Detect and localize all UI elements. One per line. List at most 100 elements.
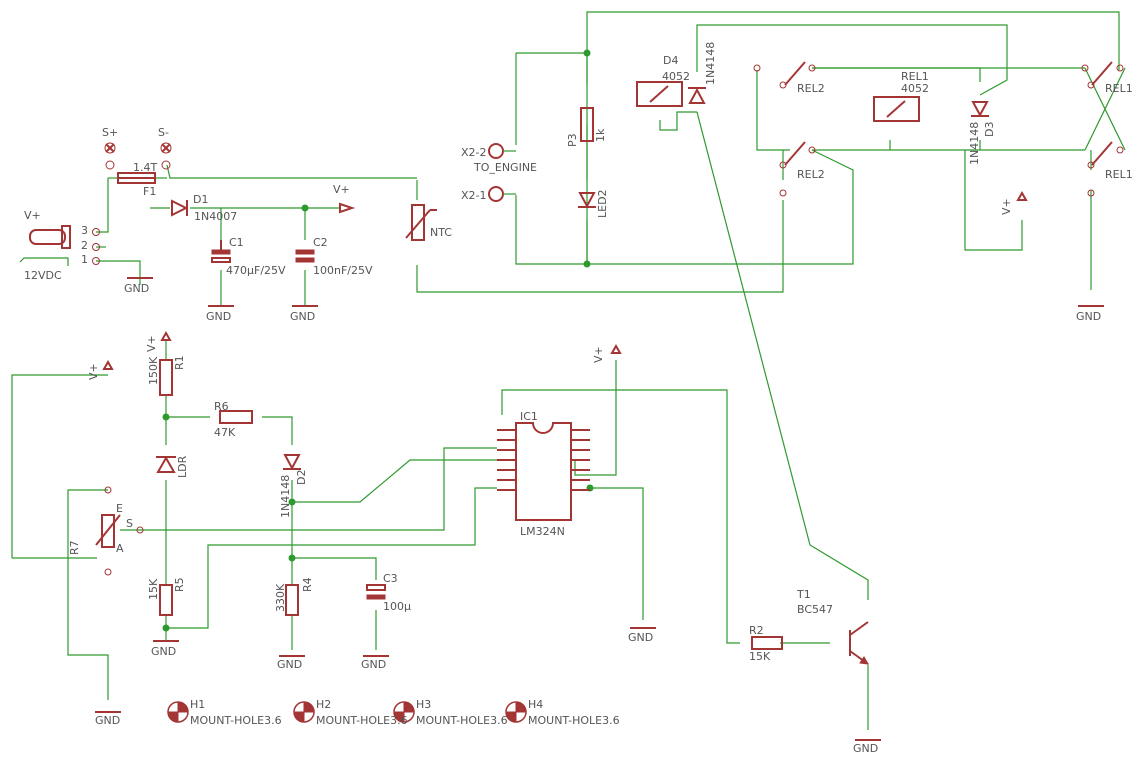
label-gnd-5: GND (95, 714, 120, 727)
label-r5-value: 15K (147, 578, 160, 600)
label-p3-value: 1k (594, 128, 607, 142)
label-d3-value: 1N4148 (968, 122, 981, 165)
label-vplus-3: V+ (1000, 198, 1013, 215)
label-c2: C2 (313, 236, 328, 249)
label-pin1: 1 (81, 253, 88, 266)
label-h2-mount: MOUNT-HOLE3.6 (316, 714, 408, 727)
label-r7: R7 (68, 540, 81, 555)
label-gnd-6: GND (151, 645, 176, 658)
label-r2: R2 (749, 624, 764, 637)
diode-d1 (171, 199, 189, 217)
trimmer-r7 (95, 486, 144, 576)
label-led2: LED2 (596, 189, 609, 218)
label-gnd-8: GND (361, 658, 386, 671)
label-vplus-4: V+ (145, 335, 158, 352)
label-h1-mount: MOUNT-HOLE3.6 (190, 714, 282, 727)
label-conn-vdc: 12VDC (24, 269, 62, 282)
ldr-sensor (156, 455, 176, 473)
label-d4-value: 1N4148 (704, 42, 717, 85)
label-c2-value: 100nF/25V (313, 264, 373, 277)
label-d3: D3 (983, 122, 996, 137)
relay-coil-rel1 (873, 96, 920, 122)
label-s-minus: S- (158, 126, 169, 139)
label-h2: H2 (316, 698, 331, 711)
label-x2-1: X2-1 (461, 189, 487, 202)
label-t1: T1 (796, 588, 811, 601)
label-c1-value: 470µF/25V (226, 264, 286, 277)
label-r4: R4 (301, 577, 314, 592)
diode-d2 (283, 454, 301, 471)
engine-terminals (488, 143, 516, 202)
label-c3: C3 (383, 572, 398, 585)
wires (11, 11, 1126, 730)
capacitor-c2 (295, 249, 315, 263)
resistor-r6 (219, 410, 253, 424)
opamp-ic1 (497, 422, 590, 521)
label-vplus-5: V+ (87, 363, 100, 380)
label-f1: F1 (143, 185, 156, 198)
label-turns: 1.4T (133, 161, 157, 174)
label-t1-value: BC547 (797, 603, 833, 616)
label-rel1-value: 4052 (901, 82, 929, 95)
label-ic1: IC1 (520, 410, 538, 423)
ntc-thermistor (405, 204, 437, 241)
junctions (162, 49, 594, 632)
label-pin3: 3 (81, 224, 88, 237)
label-ntc: NTC (430, 226, 452, 239)
label-r2-value: 15K (749, 650, 771, 663)
label-gnd-9: GND (628, 631, 653, 644)
potentiometer-p3 (580, 107, 594, 142)
label-p3: P3 (566, 133, 579, 147)
label-d4: D4 (663, 54, 678, 67)
label-pin2: 2 (81, 239, 88, 252)
label-vplus-2: V+ (24, 209, 41, 222)
label-ldr: LDR (176, 455, 189, 478)
resistor-r4 (285, 584, 299, 616)
label-vplus-1: V+ (333, 183, 350, 196)
sense-terminals (104, 142, 172, 170)
label-c3-value: 100µ (383, 600, 411, 613)
label-d2: D2 (295, 470, 308, 485)
power-connector (19, 225, 100, 266)
label-r1: R1 (173, 355, 186, 370)
label-r1-value: 150K (147, 356, 160, 385)
label-gnd-7: GND (277, 658, 302, 671)
led-led2 (578, 192, 596, 209)
supply-symbols (102, 190, 1028, 370)
relay-coil-rel2 (636, 81, 683, 107)
label-gnd-3: GND (290, 310, 315, 323)
label-pin-s: S (126, 517, 133, 530)
label-rel2-a: REL2 (797, 82, 825, 95)
label-to-engine: TO_ENGINE (473, 161, 537, 174)
resistor-r2 (751, 636, 783, 650)
relay-contacts (753, 61, 1124, 197)
label-r6: R6 (214, 400, 229, 413)
label-rel2-b: REL2 (797, 168, 825, 181)
diode-d4 (688, 87, 706, 104)
resistor-r1 (159, 359, 173, 396)
resistor-r5 (159, 584, 173, 616)
label-r5: R5 (173, 577, 186, 592)
label-rel2-coil: 4052 (662, 70, 690, 83)
label-h3-mount: MOUNT-HOLE3.6 (416, 714, 508, 727)
label-d2-value: 1N4148 (279, 475, 292, 518)
label-vplus-6: V+ (592, 346, 605, 363)
mount-holes (167, 701, 527, 723)
label-ic1-value: LM324N (520, 525, 565, 538)
label-h4-mount: MOUNT-HOLE3.6 (528, 714, 620, 727)
label-r6-value: 47K (214, 426, 236, 439)
capacitor-c1 (211, 240, 231, 263)
label-h1: H1 (190, 698, 205, 711)
text-labels: S+ S- 1.4T F1 D1 1N4007 C1 470µF/25V C2 … (24, 42, 1133, 755)
capacitor-c3 (366, 584, 386, 600)
label-x2-2: X2-2 (461, 146, 487, 159)
label-d1-value: 1N4007 (194, 210, 237, 223)
label-s-plus: S+ (102, 126, 118, 139)
label-d1: D1 (193, 193, 208, 206)
label-rel1-a: REL1 (1105, 82, 1133, 95)
label-gnd-2: GND (206, 310, 231, 323)
label-c1: C1 (229, 236, 244, 249)
label-r4-value: 330K (274, 583, 287, 612)
label-rel1-b: REL1 (1105, 168, 1133, 181)
